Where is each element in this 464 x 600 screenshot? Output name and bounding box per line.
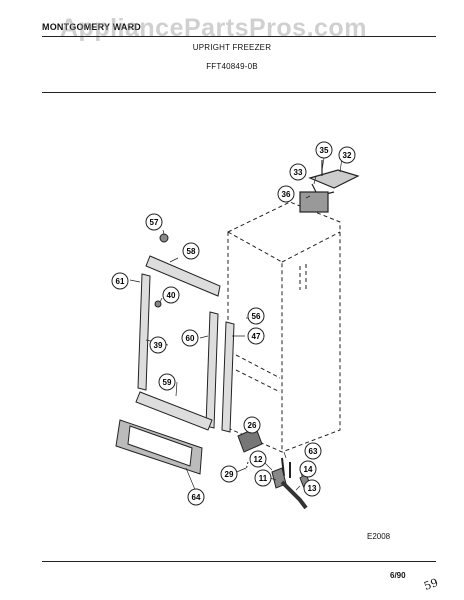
diagram-code: E2008 <box>367 532 391 541</box>
svg-text:40: 40 <box>167 291 176 300</box>
svg-text:13: 13 <box>308 484 317 493</box>
callout-64: 64 <box>187 488 205 506</box>
part-40 <box>154 300 162 308</box>
svg-text:58: 58 <box>187 247 196 256</box>
top-hinge-part <box>299 160 360 213</box>
callout-60: 60 <box>181 329 199 347</box>
callout-39: 39 <box>149 336 167 354</box>
svg-text:39: 39 <box>154 341 163 350</box>
callout-29: 29 <box>220 465 238 483</box>
svg-text:14: 14 <box>304 465 313 474</box>
svg-text:33: 33 <box>294 168 303 177</box>
brand-name: MONTGOMERY WARD <box>42 22 141 32</box>
svg-text:29: 29 <box>225 470 234 479</box>
svg-text:59: 59 <box>163 378 172 387</box>
part-13 <box>280 480 308 510</box>
cabinet-outline <box>227 201 341 453</box>
model-number: FFT40849-0B <box>206 62 258 71</box>
part-57 <box>159 233 169 243</box>
callout-47: 47 <box>247 327 265 345</box>
callout-58: 58 <box>182 242 200 260</box>
svg-text:56: 56 <box>252 312 261 321</box>
callout-56: 56 <box>247 307 265 325</box>
callout-35: 35 <box>315 141 333 159</box>
gasket-bottom <box>135 391 213 431</box>
header-rule <box>42 92 436 93</box>
svg-text:32: 32 <box>343 151 352 160</box>
svg-text:57: 57 <box>150 218 159 227</box>
gasket-left <box>137 273 151 391</box>
callout-14: 14 <box>299 460 317 478</box>
svg-text:60: 60 <box>186 334 195 343</box>
callout-32: 32 <box>338 146 356 164</box>
callout-group: 35 32 33 36 57 58 61 40 56 60 47 39 59 2… <box>111 141 356 506</box>
callout-57: 57 <box>145 213 163 231</box>
watermark: AppliancePartsPros.com <box>60 14 367 42</box>
callout-36: 36 <box>277 185 295 203</box>
kick-plate-part <box>115 419 203 475</box>
svg-text:61: 61 <box>116 277 125 286</box>
svg-text:36: 36 <box>282 190 291 199</box>
svg-text:26: 26 <box>248 421 257 430</box>
callout-33: 33 <box>289 163 307 181</box>
callout-61: 61 <box>111 272 129 290</box>
rail-47 <box>221 321 235 433</box>
rail-60 <box>205 311 219 429</box>
callout-63: 63 <box>304 442 322 460</box>
callout-12: 12 <box>249 450 267 468</box>
svg-text:11: 11 <box>259 474 268 483</box>
revision-date: 6/90 <box>390 571 406 580</box>
header-rule-top <box>42 36 436 37</box>
callout-13: 13 <box>303 479 321 497</box>
svg-text:12: 12 <box>254 455 263 464</box>
part-29 <box>245 461 249 471</box>
callout-40: 40 <box>162 286 180 304</box>
svg-text:63: 63 <box>309 447 318 456</box>
model-title: UPRIGHT FREEZER <box>192 43 272 52</box>
gasket-top <box>145 255 221 297</box>
svg-text:64: 64 <box>192 493 201 502</box>
svg-text:47: 47 <box>252 332 261 341</box>
svg-text:35: 35 <box>320 146 329 155</box>
callout-11: 11 <box>254 469 272 487</box>
callout-59: 59 <box>158 373 176 391</box>
callout-26: 26 <box>243 416 261 434</box>
footer-rule <box>42 561 436 562</box>
